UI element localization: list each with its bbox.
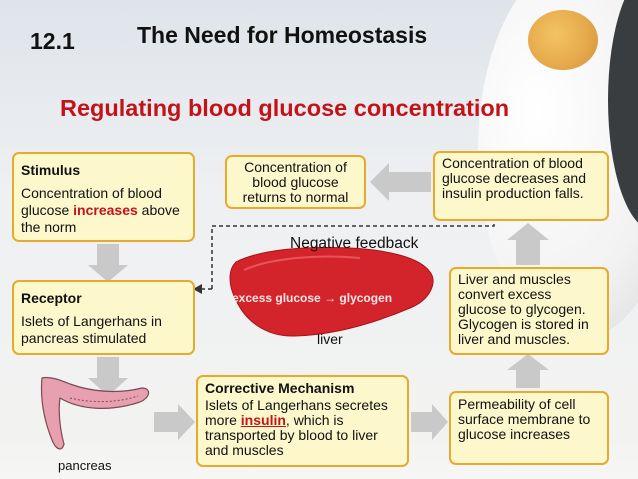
liver-label: liver [317,331,343,347]
arrow-receptor-to-pancreas [88,357,128,396]
corrective-mechanism-box: Corrective Mechanism Islets of Langerhan… [196,375,409,467]
negative-feedback-arrowhead [193,284,202,294]
negative-feedback-label: Negative feedback [290,235,419,252]
glucose-decreases-box: Concentration of blood glucose decreases… [433,151,609,221]
liver-muscles-box: Liver and muscles convert excess glucose… [449,267,609,355]
arrow-stimulus-to-receptor [88,244,128,282]
section-number: 12.1 [30,28,75,54]
pancreas-shape [40,376,150,450]
arrow-decreases-to-returns [370,163,431,201]
arrow-permeability-to-liver-box [507,354,549,388]
permeability-box: Permeability of cell surface membrane to… [449,391,609,465]
returns-to-normal-box: Concentration of blood glucose returns t… [225,155,366,209]
arrow-pancreas-to-corrective [154,404,195,440]
insulin-highlight: insulin [240,412,286,428]
liver-reaction: excess glucose → glycogen [232,291,393,305]
liver-shape [229,247,434,337]
stimulus-heading: Stimulus [21,162,81,178]
stimulus-box: Stimulus Concentration of blood glucose … [12,152,195,242]
receptor-heading: Receptor [21,290,82,306]
diagram-subtitle: Regulating blood glucose concentration [60,95,510,121]
page-title: The Need for Homeostasis [137,22,428,48]
arrow-corrective-to-permeability [411,404,448,440]
penguin-neck-patch [528,10,598,70]
pancreas-label: pancreas [58,458,112,473]
negative-feedback-line [211,222,495,289]
stimulus-highlight: increases [73,202,138,218]
receptor-box: Receptor Islets of Langerhans in pancrea… [12,280,195,355]
corrective-heading: Corrective Mechanism [205,380,355,396]
arrow-liver-box-to-decreases [507,223,549,265]
